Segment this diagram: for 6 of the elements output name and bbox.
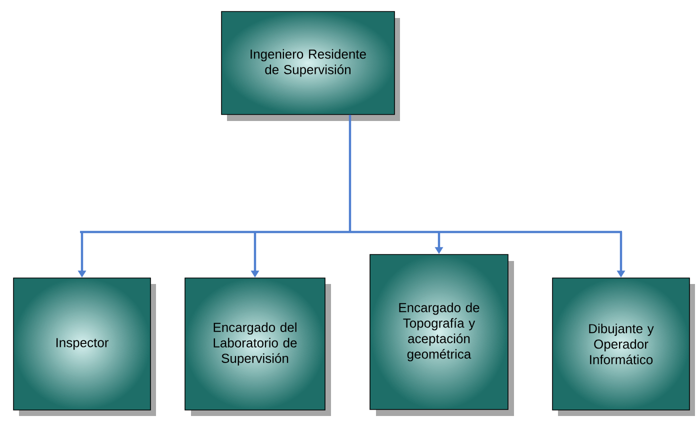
connector-trunk [78, 114, 624, 234]
position-box: Encargado del Laboratorio de Supervisión [184, 278, 331, 416]
position-box: Ingeniero Residente de Supervisión [221, 11, 400, 121]
position-box: Encargado de Topografía y aceptación geométrica [370, 254, 514, 416]
position-box: Dibujante y Operador Informático [552, 278, 695, 416]
position-box: Inspector [13, 278, 156, 416]
